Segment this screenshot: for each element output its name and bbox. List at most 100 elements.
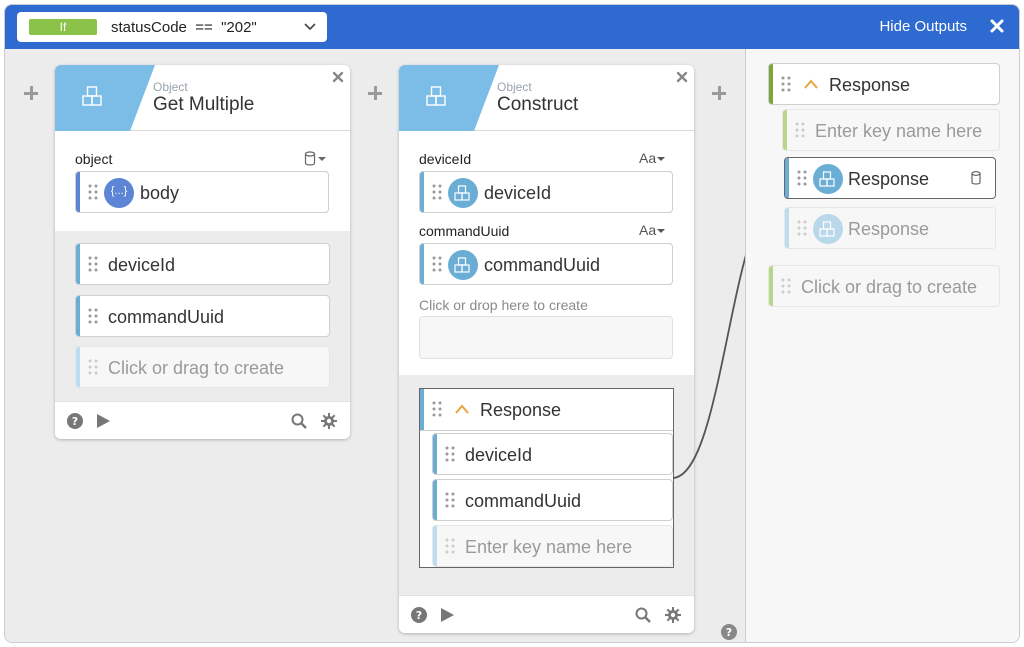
input-pill[interactable]: {...} body bbox=[75, 171, 329, 213]
database-icon[interactable] bbox=[304, 151, 328, 167]
output-pill-commanduuid[interactable]: commandUuid bbox=[75, 295, 330, 337]
chevron-down-icon bbox=[304, 23, 316, 31]
chevron-up-icon[interactable] bbox=[454, 403, 470, 415]
add-step-icon[interactable] bbox=[368, 86, 382, 100]
object-var-icon bbox=[448, 178, 478, 208]
help-icon[interactable]: ? bbox=[67, 413, 83, 429]
svg-text:?: ? bbox=[726, 626, 732, 639]
drop-hint: Click or drop here to create bbox=[419, 297, 588, 313]
output-label: commandUuid bbox=[465, 491, 582, 511]
object-var-icon bbox=[448, 250, 478, 280]
gear-icon[interactable] bbox=[321, 413, 337, 429]
response-group-header[interactable]: Response bbox=[768, 63, 1000, 105]
app-window: If statusCode == "202" Hide Outputs Obje… bbox=[4, 4, 1020, 643]
group-header-pill[interactable]: Response bbox=[420, 389, 673, 431]
input-value: body bbox=[140, 183, 180, 203]
drag-handle-icon[interactable] bbox=[88, 256, 98, 272]
drag-handle-icon[interactable] bbox=[88, 308, 98, 324]
create-output-placeholder[interactable]: Click or drag to create bbox=[75, 346, 330, 388]
mapped-value: Response bbox=[848, 169, 930, 189]
drag-handle-icon[interactable] bbox=[88, 184, 98, 200]
play-icon[interactable] bbox=[95, 413, 111, 429]
drag-handle-icon[interactable] bbox=[797, 170, 807, 186]
input-label: object bbox=[75, 151, 113, 167]
group-label: Response bbox=[829, 75, 911, 95]
field-label: commandUuid bbox=[419, 223, 510, 239]
output-pill-deviceid[interactable]: deviceId bbox=[432, 433, 673, 475]
object-var-icon: {...} bbox=[104, 178, 134, 208]
chevron-up-icon[interactable] bbox=[803, 78, 819, 90]
output-label: commandUuid bbox=[108, 307, 225, 327]
card-title: Get Multiple bbox=[153, 94, 255, 115]
search-icon[interactable] bbox=[291, 413, 307, 429]
field-value-pill[interactable]: commandUuid bbox=[419, 243, 673, 285]
add-step-icon[interactable] bbox=[712, 86, 726, 100]
play-icon[interactable] bbox=[439, 607, 455, 623]
field-value: deviceId bbox=[484, 183, 552, 203]
drag-handle-icon bbox=[445, 538, 455, 554]
field-value: commandUuid bbox=[484, 255, 601, 275]
enter-key-hint: Enter key name here bbox=[465, 537, 633, 557]
type-selector[interactable]: Aa bbox=[639, 222, 666, 238]
help-icon[interactable]: ? bbox=[721, 624, 737, 640]
drag-handle-icon[interactable] bbox=[445, 492, 455, 508]
mapped-response-pill[interactable]: Response bbox=[784, 157, 996, 199]
gear-icon[interactable] bbox=[665, 607, 681, 623]
create-output-placeholder[interactable]: Click or drag to create bbox=[768, 265, 1000, 307]
condition-expression: statusCode == "202" bbox=[111, 19, 257, 36]
help-icon[interactable]: ? bbox=[411, 607, 427, 623]
drag-handle-icon[interactable] bbox=[445, 446, 455, 462]
field-value-pill[interactable]: deviceId bbox=[419, 171, 673, 213]
add-step-icon[interactable] bbox=[24, 86, 38, 100]
output-pill-deviceid[interactable]: deviceId bbox=[75, 243, 330, 285]
card-kind: Object bbox=[497, 80, 532, 94]
construct-card[interactable]: Object Construct deviceId Aa deviceId co… bbox=[399, 65, 694, 633]
output-label: deviceId bbox=[465, 445, 533, 465]
object-var-icon bbox=[813, 164, 843, 194]
outputs-panel: Response Enter key name here Response Re… bbox=[745, 49, 1019, 642]
hide-outputs-button[interactable]: Hide Outputs bbox=[879, 18, 967, 35]
create-hint: Click or drag to create bbox=[801, 277, 978, 297]
ghost-response-pill[interactable]: Response bbox=[784, 207, 996, 249]
drag-handle-icon[interactable] bbox=[432, 256, 442, 272]
card-header: Object Get Multiple bbox=[55, 65, 350, 131]
group-label: Response bbox=[480, 400, 562, 420]
field-label: deviceId bbox=[419, 151, 472, 167]
card-kind: Object bbox=[153, 80, 188, 94]
ghost-value: Response bbox=[848, 219, 930, 239]
close-icon[interactable] bbox=[989, 18, 1005, 34]
drag-handle-icon bbox=[88, 359, 98, 375]
output-pill-commanduuid[interactable]: commandUuid bbox=[432, 479, 673, 521]
chevron-down-icon bbox=[657, 157, 666, 161]
card-title: Construct bbox=[497, 94, 579, 115]
create-hint: Click or drag to create bbox=[108, 358, 285, 378]
svg-text:?: ? bbox=[72, 415, 78, 428]
condition-badge: If bbox=[29, 19, 97, 35]
card-footer: ? bbox=[55, 401, 350, 439]
database-icon[interactable] bbox=[971, 171, 981, 185]
drag-handle-icon bbox=[781, 278, 791, 294]
enter-key-input[interactable]: Enter key name here bbox=[432, 525, 673, 567]
drag-handle-icon[interactable] bbox=[781, 76, 791, 92]
close-icon[interactable] bbox=[676, 71, 688, 83]
type-selector[interactable]: Aa bbox=[639, 150, 666, 166]
drop-zone[interactable] bbox=[419, 316, 673, 359]
drag-handle-icon[interactable] bbox=[432, 401, 442, 417]
object-var-icon bbox=[813, 214, 843, 244]
close-icon[interactable] bbox=[332, 71, 344, 83]
flow-canvas: Object Get Multiple object {...} body de… bbox=[5, 49, 745, 642]
enter-key-input[interactable]: Enter key name here bbox=[782, 109, 1000, 151]
chevron-down-icon bbox=[657, 229, 666, 233]
get-multiple-card[interactable]: Object Get Multiple object {...} body de… bbox=[55, 65, 350, 439]
card-header: Object Construct bbox=[399, 65, 694, 131]
card-footer: ? bbox=[399, 595, 694, 633]
condition-bar: If statusCode == "202" Hide Outputs bbox=[5, 5, 1019, 49]
drag-handle-icon bbox=[795, 122, 805, 138]
enter-key-hint: Enter key name here bbox=[815, 121, 983, 141]
condition-select[interactable]: If statusCode == "202" bbox=[17, 12, 327, 42]
svg-text:?: ? bbox=[416, 609, 422, 622]
drag-handle-icon[interactable] bbox=[432, 184, 442, 200]
search-icon[interactable] bbox=[635, 607, 651, 623]
drag-handle-icon bbox=[797, 220, 807, 236]
output-label: deviceId bbox=[108, 255, 176, 275]
